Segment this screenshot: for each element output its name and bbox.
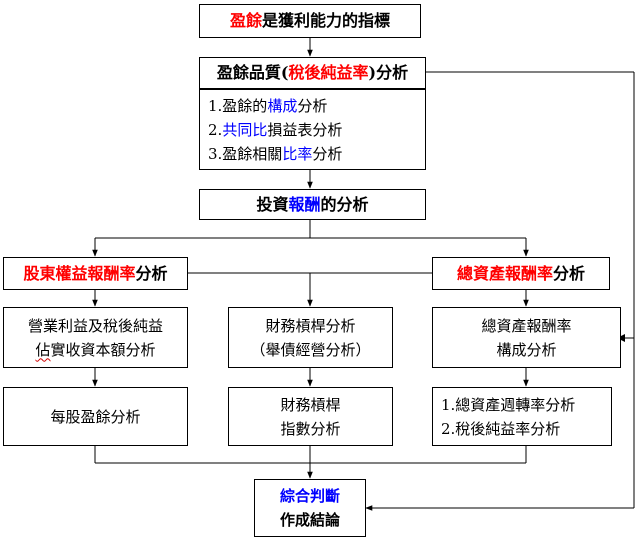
operating-profit-box: 營業利益及稅後純益 佔實收資本額分析 [3,307,188,368]
turnover-margin-box: 1.總資產週轉率分析 2.稅後純益率分析 [432,387,612,446]
analysis-list-box: 1.盈餘的構成分析 2.共同比損益表分析 3.盈餘相關比率分析 [199,89,426,170]
earnings-indicator-box: 盈餘是獲利能力的指標 [199,4,421,38]
financial-leverage-box: 財務槓桿分析 （舉債經營分析） [228,307,393,368]
comprehensive-judgment: 綜合判斷 [279,487,340,505]
earnings-term: 盈餘 [229,11,262,30]
roe-term: 股東權益報酬率 [23,263,136,283]
equity-return-box: 股東權益報酬率分析 [3,257,188,290]
asset-return-box: 總資產報酬率分析 [432,257,610,290]
earnings-indicator-text: 是獲利能力的指標 [262,11,391,30]
net-profit-margin-term: 稅後純益率 [288,63,369,82]
roa-term: 總資產報酬率 [456,263,553,283]
earnings-quality-post: )分析 [368,63,409,82]
analysis-item-common-size: 2.共同比損益表分析 [208,120,343,139]
leverage-index-box: 財務槓桿 指數分析 [228,387,393,446]
conclusion-box: 綜合判斷 作成結論 [254,479,366,537]
investment-return-box: 投資報酬的分析 [199,189,426,220]
account-for-char: 佔 [35,340,51,359]
arrow-into-right-column [617,334,625,342]
analysis-item-ratio: 3.盈餘相關比率分析 [208,144,343,163]
asset-return-composition-box: 總資產報酬率 構成分析 [432,307,621,368]
earnings-quality-box: 盈餘品質(稅後純益率)分析 [199,57,426,89]
analysis-item-composition: 1.盈餘的構成分析 [208,96,328,115]
eps-box: 每股盈餘分析 [3,387,188,446]
return-term: 報酬 [288,194,321,214]
draw-conclusion: 作成結論 [279,511,340,529]
earnings-quality-pre: 盈餘品質( [216,63,289,82]
